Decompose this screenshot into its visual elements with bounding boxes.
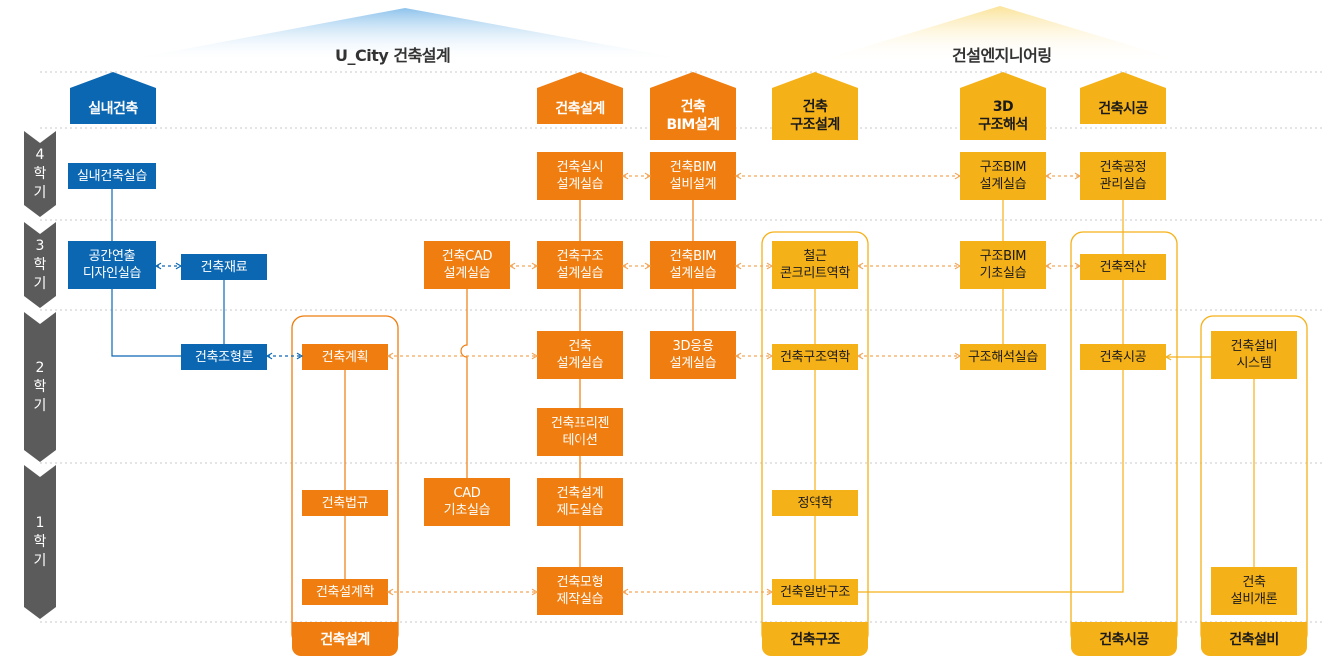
course-arch-form-theory: 건축조형론: [181, 344, 267, 370]
link-general-to-construction: [858, 200, 1124, 593]
course-process-management: 건축공정 관리실습: [1080, 152, 1166, 200]
semester-2-label: 2 학 기: [24, 312, 56, 462]
course-arch-presentation: 건축프리젠 테이션: [537, 408, 623, 456]
course-struct-bim-design: 구조BIM 설계실습: [960, 152, 1046, 200]
course-arch-detail-design: 건축실시 설계실습: [537, 152, 623, 200]
course-general-structure: 건축일반구조: [772, 579, 858, 605]
course-space-direction: 공간연출 디자인실습: [68, 241, 156, 289]
course-arch-design-theory: 건축설계학: [302, 579, 388, 605]
group-tab-equipment: 건축설비: [1201, 622, 1307, 656]
group-tab-construction: 건축시공: [1071, 622, 1177, 656]
course-arch-cad-practice: 건축CAD 설계실습: [424, 241, 510, 289]
right-title: 건설엔지니어링: [952, 46, 1052, 65]
course-arch-material: 건축재료: [181, 254, 267, 280]
group-tab-structure: 건축구조: [762, 622, 868, 656]
course-arch-planning: 건축계획: [302, 344, 388, 370]
group-tab-design: 건축설계: [292, 622, 398, 656]
left-roof: [115, 8, 700, 62]
course-equipment-system: 건축설비 시스템: [1211, 331, 1297, 379]
semester-4-label: 4 학 기: [24, 131, 56, 217]
course-arch-model: 건축모형 제작실습: [537, 567, 623, 615]
course-equipment-intro: 건축 설비개론: [1211, 567, 1297, 615]
track-struct-design: 건축 구조설계: [772, 72, 858, 140]
right-roof: [815, 6, 1185, 62]
course-interior-practice: 실내건축실습: [68, 163, 156, 189]
link-space-to-form: [111, 289, 181, 357]
course-cad-basic: CAD 기초실습: [424, 478, 510, 526]
link-cad-column: [460, 289, 468, 478]
course-struct-analysis: 구조해석실습: [960, 344, 1046, 370]
semester-1-label: 1 학 기: [24, 465, 56, 619]
track-arch-bim: 건축 BIM설계: [650, 72, 736, 140]
course-3d-application: 3D응용 설계실습: [650, 331, 736, 379]
semester-3-label: 3 학 기: [24, 222, 56, 308]
left-title: U_City 건축설계: [335, 46, 451, 65]
course-bim-equipment: 건축BIM 설비설계: [650, 152, 736, 200]
track-struct-3d: 3D 구조해석: [960, 72, 1046, 140]
course-rc-mechanics: 철근 콘크리트역학: [772, 241, 858, 289]
